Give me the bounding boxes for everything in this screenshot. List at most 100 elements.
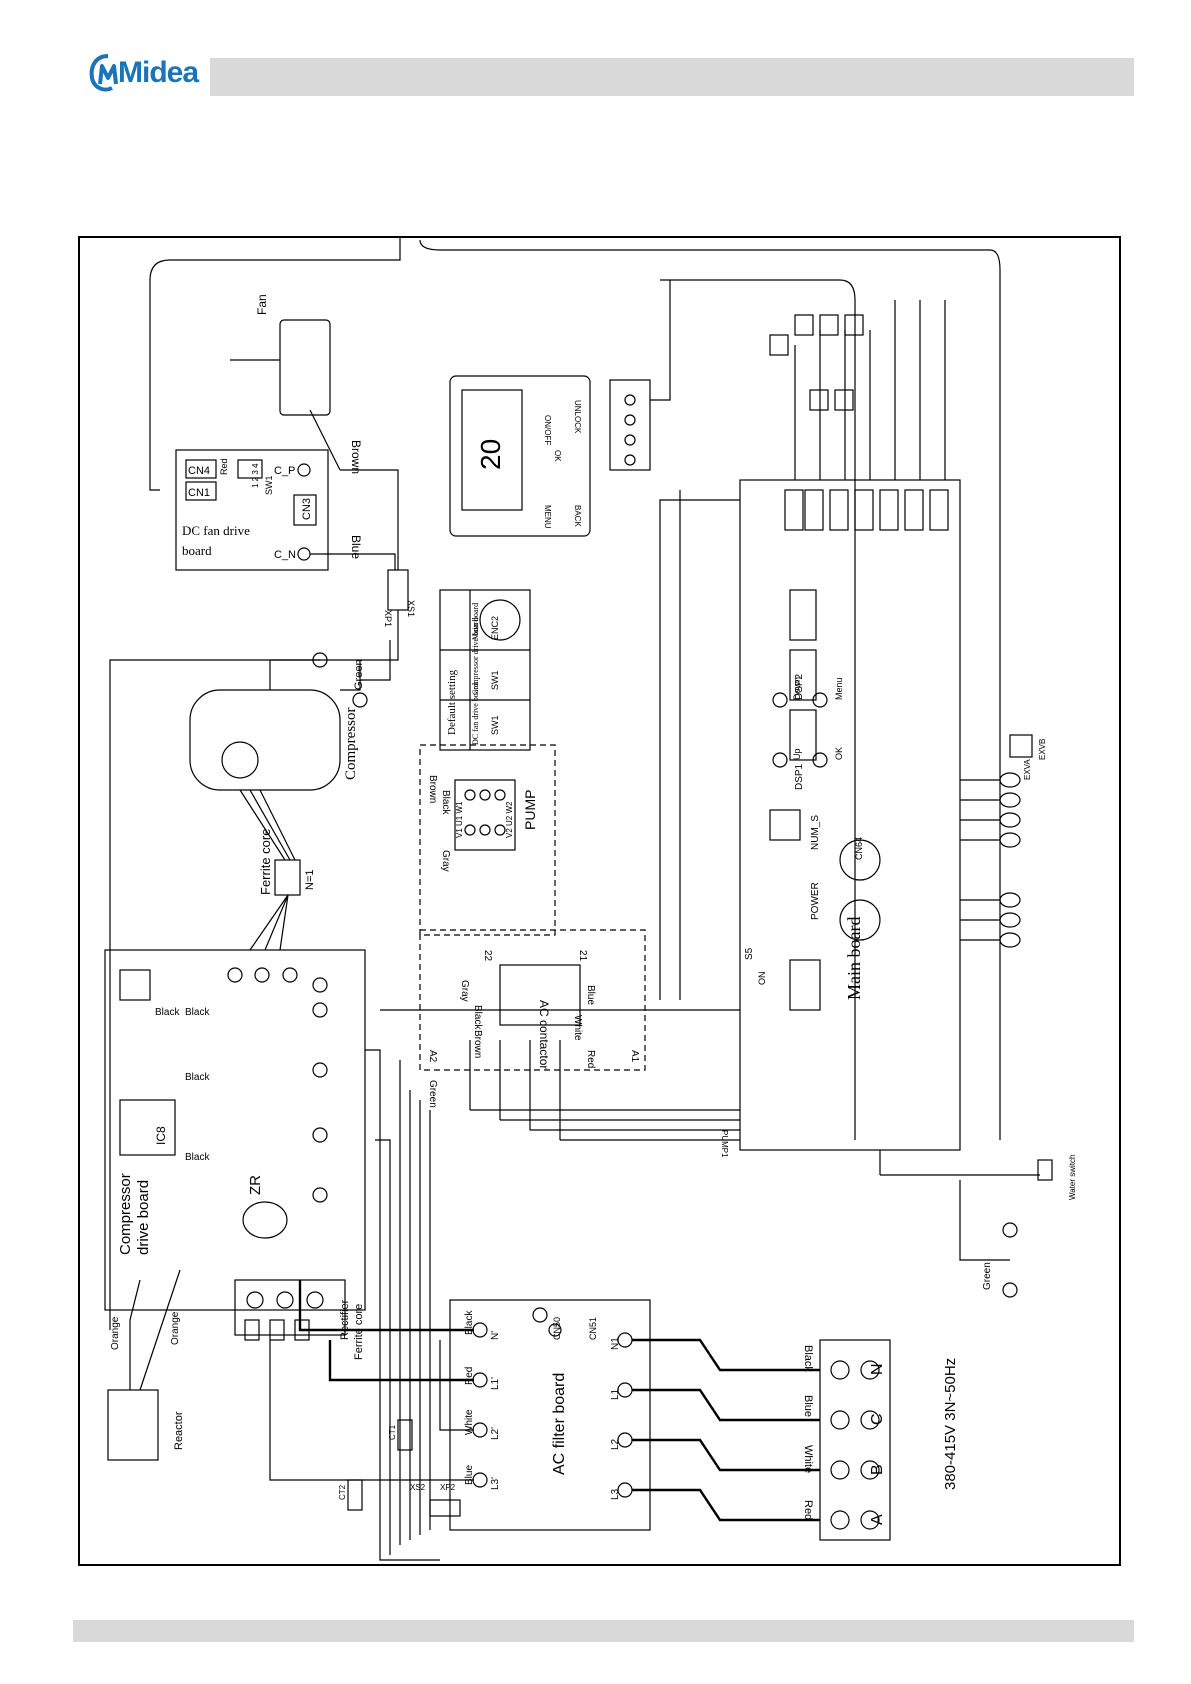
brand-name: Midea	[118, 56, 199, 89]
wire-brown-fan: Brown	[349, 440, 363, 474]
main-board-ok: OK	[834, 747, 844, 760]
ac-filter-label: AC filter board	[551, 1373, 568, 1475]
ac-filter-l2p: L2'	[490, 1427, 501, 1440]
controller-ok: OK	[553, 450, 562, 462]
ct2-label: CT2	[338, 1484, 347, 1500]
xp2-label: XP2	[440, 1483, 456, 1492]
wire-green-main: Green	[982, 1262, 993, 1290]
terminal-a: A	[869, 1514, 886, 1525]
dc-cp: C_P	[274, 465, 295, 477]
contactor-22: 22	[482, 950, 493, 962]
default-setting-sw1a: SW1	[490, 715, 500, 735]
ferrite-core2-label: Ferrite core	[353, 1304, 365, 1360]
wire-white-contactor: White	[572, 1015, 583, 1041]
compressor-board-zr: ZR	[247, 1175, 264, 1195]
terminal-n: N	[869, 1363, 886, 1375]
wire-blue-supply: Blue	[802, 1395, 814, 1417]
wire-orange-2: Orange	[170, 1311, 181, 1345]
dc-cn3: CN3	[301, 498, 313, 520]
ac-filter-l3: L3	[610, 1488, 621, 1500]
dc-cn: C_N	[274, 549, 296, 561]
contactor-a2: A2	[427, 1050, 438, 1063]
terminal-c: C	[869, 1413, 886, 1425]
ac-filter-n1p: N'	[490, 1331, 501, 1340]
main-board-pump1: PUMP1	[720, 1130, 729, 1158]
xp1-label: XP1	[383, 610, 393, 627]
wire-white-filter: White	[464, 1409, 475, 1435]
controller-unlock: UNLOCK	[573, 400, 582, 434]
footer-bar	[73, 1620, 1134, 1642]
wire-black-ic8-bottom: Black	[185, 1152, 210, 1163]
controller-back: BACK	[573, 505, 582, 527]
compressor-board-title2: drive board	[135, 1180, 152, 1255]
wire-black-cn9: Black	[155, 1007, 180, 1018]
compressor-board-ic8: IC8	[154, 1126, 168, 1145]
wire-red-supply: Red	[802, 1500, 814, 1520]
ac-filter-cn50: CN50	[552, 1317, 562, 1340]
pump-terminals-bottom: V2 U2 W2	[505, 801, 514, 838]
xs2-label: XS2	[410, 1483, 426, 1492]
default-setting-enc2: ENC2	[490, 616, 500, 640]
ac-filter-l2: L2	[610, 1438, 621, 1450]
dc-red: Red	[219, 458, 229, 475]
n1-label: N=1	[304, 870, 316, 891]
compressor-board-title1: Compressor	[117, 1173, 134, 1255]
main-board-exva: EXVA	[1023, 759, 1032, 780]
main-board-num-s: NUM_S	[810, 815, 821, 850]
xs1-label: XS1	[406, 600, 416, 617]
ac-filter-l3p: L3'	[490, 1477, 501, 1490]
wire-blue-fan: Blue	[349, 535, 363, 559]
wire-black-ic8-top: Black	[185, 1072, 210, 1083]
main-board-exvb: EXVB	[1038, 739, 1047, 760]
controller-menu: MENU	[543, 505, 552, 529]
wire-black-pump: Black	[440, 790, 451, 815]
main-board-up: Up	[792, 748, 802, 760]
wire-black-filter: Black	[464, 1310, 475, 1335]
ac-contactor-label: AC contactor	[537, 1000, 551, 1069]
wire-red-filter: Red	[464, 1367, 475, 1385]
wire-red-contactor: Red	[585, 1050, 596, 1068]
compressor-label: Compressor	[343, 708, 359, 781]
dc-cn4: CN4	[188, 465, 210, 477]
main-board-cn64: CN64	[854, 837, 864, 860]
default-setting-col1: DC fan drive board	[471, 683, 480, 745]
wire-blue-filter: Blue	[464, 1465, 475, 1485]
main-board-label: Main board	[844, 917, 864, 1000]
ac-filter-n1: N1	[610, 1337, 621, 1350]
contactor-a1: A1	[629, 1050, 640, 1063]
default-setting-col3: Main board	[471, 603, 480, 640]
controller-on-off: ON/OFF	[543, 415, 552, 445]
header-bar	[210, 58, 1134, 96]
dc-sw1-pins: 1 2 3 4	[251, 463, 260, 488]
wire-brown-contactor: Brown	[472, 1030, 483, 1058]
dc-fan-board-line2: board	[182, 543, 212, 558]
ac-filter-cn51: CN51	[588, 1317, 598, 1340]
main-board-dsp2: DSP2	[794, 673, 805, 700]
wire-gray-pump: Gray	[440, 850, 451, 872]
dc-cn1: CN1	[188, 487, 210, 499]
wire-green-contactor: Green	[427, 1080, 438, 1108]
dc-sw1: SW1	[264, 475, 274, 495]
wire-black-contactor: Black	[472, 1005, 483, 1030]
wire-blue-contactor: Blue	[585, 985, 596, 1005]
midea-logo-icon	[89, 54, 118, 92]
main-board-on: ON	[757, 972, 767, 986]
main-board-water-switch: Water switch	[1068, 1155, 1077, 1201]
ct1-label: CT1	[388, 1424, 397, 1440]
wire-black-cn10: Black	[185, 1007, 210, 1018]
wire-black-supply: Black	[802, 1345, 814, 1372]
ferrite-core-label: Ferrite core	[258, 829, 273, 895]
dc-fan-board-line1: DC fan drive	[182, 523, 250, 538]
default-setting-title: Default setting	[446, 669, 458, 735]
wire-white-supply: White	[802, 1445, 814, 1473]
pump-label: PUMP	[522, 790, 538, 830]
pump-terminals-top: V1 U1 W1	[455, 801, 464, 838]
wire-gray-contactor: Gray	[459, 980, 470, 1002]
reactor-label: Reactor	[173, 1411, 185, 1450]
default-setting-sw1b: SW1	[490, 670, 500, 690]
main-board-power: POWER	[810, 882, 821, 920]
wire-orange-1: Orange	[110, 1316, 121, 1350]
contactor-21: 21	[577, 950, 588, 962]
ac-filter-l1p: L1'	[490, 1377, 501, 1390]
